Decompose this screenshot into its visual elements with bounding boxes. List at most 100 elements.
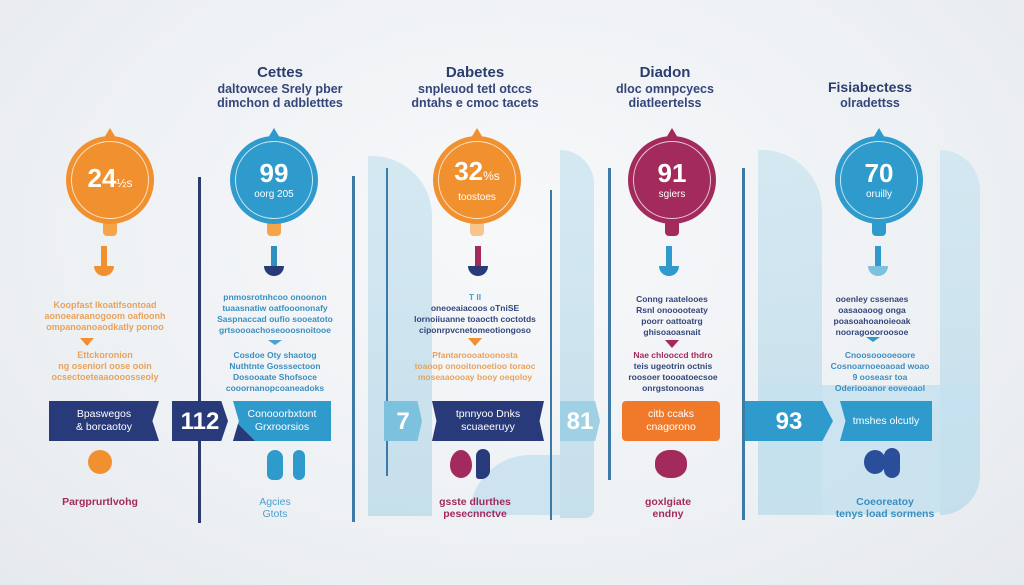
text-line: Pfantaroooatoonosta [432,350,518,360]
down-arrow-icon [868,246,888,276]
foot-icon [293,450,305,480]
tag-number: 93 [775,407,803,435]
stat-circle-1: 24½s [64,128,156,236]
text-line: Conng raatelooes [636,294,708,304]
description-top: Conng raatelooes Rsnl onooooteaty poorr … [622,294,722,338]
heading-subtitle: daltowcee Srely pber [217,82,343,96]
chevron-down-icon [80,338,94,346]
stat-value: 32 [454,155,484,186]
stat-label: oruilly [865,189,893,200]
chevron-down-icon [268,340,282,345]
stat-circle-5: 70 oruilly [833,128,925,236]
column-heading: Dabetes snpleuod tetl otccs dntahs e cmo… [400,64,550,110]
ribbon-text: scuaeeruyy [461,421,515,433]
divider-line [352,176,355,522]
text-line: 9 ooseasr toa [852,372,908,382]
caption-line: Gtots [262,508,288,520]
divider-line [198,177,201,523]
icon-caption: Pargprurtlvohg [60,496,140,508]
down-arrow-icon [468,246,488,276]
caption-line: pesecnnctve [443,508,507,520]
icon-caption: gsste dlurthes pesecnnctve [430,496,520,520]
caption-line: Pargprurtlvohg [62,496,138,508]
text-line: Dosooaate Shofsoce [232,372,318,382]
number-tag: 7 [384,401,422,441]
down-arrow-icon [94,246,114,276]
caption-line: gsste dlurthes [439,496,511,508]
text-line: ocsectoeteaaoooosseoly [51,372,159,382]
ribbon-text: & borcaotoy [75,421,133,433]
background-panel [560,150,594,518]
tag-number: 81 [566,407,594,435]
text-line: poorr oattoatrg [641,316,703,326]
organ-icon [476,449,490,479]
text-line: pnmosrotnhcoo onoonon [223,292,327,302]
column-heading: Cettes daltowcee Srely pber dimchon d ad… [205,64,355,110]
heading-subtitle: dimchon d adbletttes [217,96,343,110]
divider-line [608,168,611,480]
divider-line [386,168,388,476]
number-tag: 112 [172,401,228,441]
description-top: Koopfast Ikoatifsontoad aonoearaanogoom … [30,300,180,333]
chevron-down-icon [866,337,880,342]
text-line: toaoop onooitonoetioo toraoc [414,361,536,371]
ribbon-text: Bpaswegos [76,408,132,420]
text-line: teis ugeotrin octnis [633,361,713,371]
heading-title: Cettes [257,64,303,81]
kidney-icon [884,448,900,478]
text-line: Ettckoronion [77,350,133,360]
icon-caption: goxlgiate endny [633,496,703,520]
text-line: oasaoaoog onga [838,305,906,315]
text-line: ompanoanoaodkatly ponoo [46,322,164,332]
text-line: grtsoooachoseooosnoitooe [219,325,331,335]
stat-value: 91 [657,158,687,188]
stat-suffix: %s [483,168,500,183]
chevron-down-icon [665,340,679,348]
text-line: Koopfast Ikoatifsontoad [53,300,157,310]
text-line: poasoahoanoieoak [833,316,911,326]
text-line: tuaasnatiw oatfooononafy [222,303,328,313]
text-line: Rsnl onooooteaty [636,305,708,315]
text-line: Nae chlooccd thdro [633,350,713,360]
organ-icon [450,450,472,478]
ribbon-text: Conooorbxtont [247,408,317,420]
heading-subtitle: dloc omnpcyecs [616,82,714,96]
tag-number: 7 [396,407,410,435]
caption-line: Agcies [259,496,291,508]
text-line: nooragoooroosoe [835,327,909,337]
description-top: T II oneoeaiacoos oTniSE lornoiiuanne to… [405,292,545,336]
ribbon-banner: tmshes olcutly [840,401,932,441]
text-line: Cnoosooooeoore [844,350,916,360]
stat-circle-4: 91 sgiers [626,128,718,236]
heading-subtitle: olradettss [840,96,900,110]
column-heading: Fisiabectess olradettss [800,78,940,110]
text-line: Saspnaccad oufio sooeatoto [217,314,333,324]
description-bottom: Cosdoe Oty shaotog Nuthtnte Gosssectoon … [215,350,335,394]
foot-icon [267,450,283,480]
ribbon-text: tmshes olcutly [852,414,920,427]
text-line: Cosdoe Oty shaotog [233,350,317,360]
stat-circle-3: 32%s toostoes [431,128,523,236]
text-line: ghisoaoasnait [643,327,701,337]
heading-title: Dabetes [445,64,505,81]
stat-label: toostoes [458,191,496,203]
divider-line [550,190,552,520]
ribbon-text: tpnnyoo Dnks [455,408,521,420]
kidney-icon [864,450,886,474]
text-line: ooenley cssenaes [835,294,909,304]
stat-circle-2: 99 oorg 205 [228,128,320,236]
text-line: onrgstonoonas [642,383,704,393]
description-bottom: Nae chlooccd thdro teis ugeotrin octnis … [618,350,728,394]
ribbon-text: Grxroorsios [254,421,310,433]
stat-value: 70 [864,158,894,188]
text-line: roosoer toooatoecsoe [628,372,718,382]
text-line: ciponrpvcnetomeotiongoso [419,325,531,335]
description-bottom: Pfantaroooatoonosta toaoop onooitonoetio… [410,350,540,383]
ribbon-text: cnagorono [646,421,696,433]
heading-title: Fisiabectess [827,79,913,95]
drop-icon [88,450,112,474]
caption-line: tenys load sormens [835,508,935,520]
